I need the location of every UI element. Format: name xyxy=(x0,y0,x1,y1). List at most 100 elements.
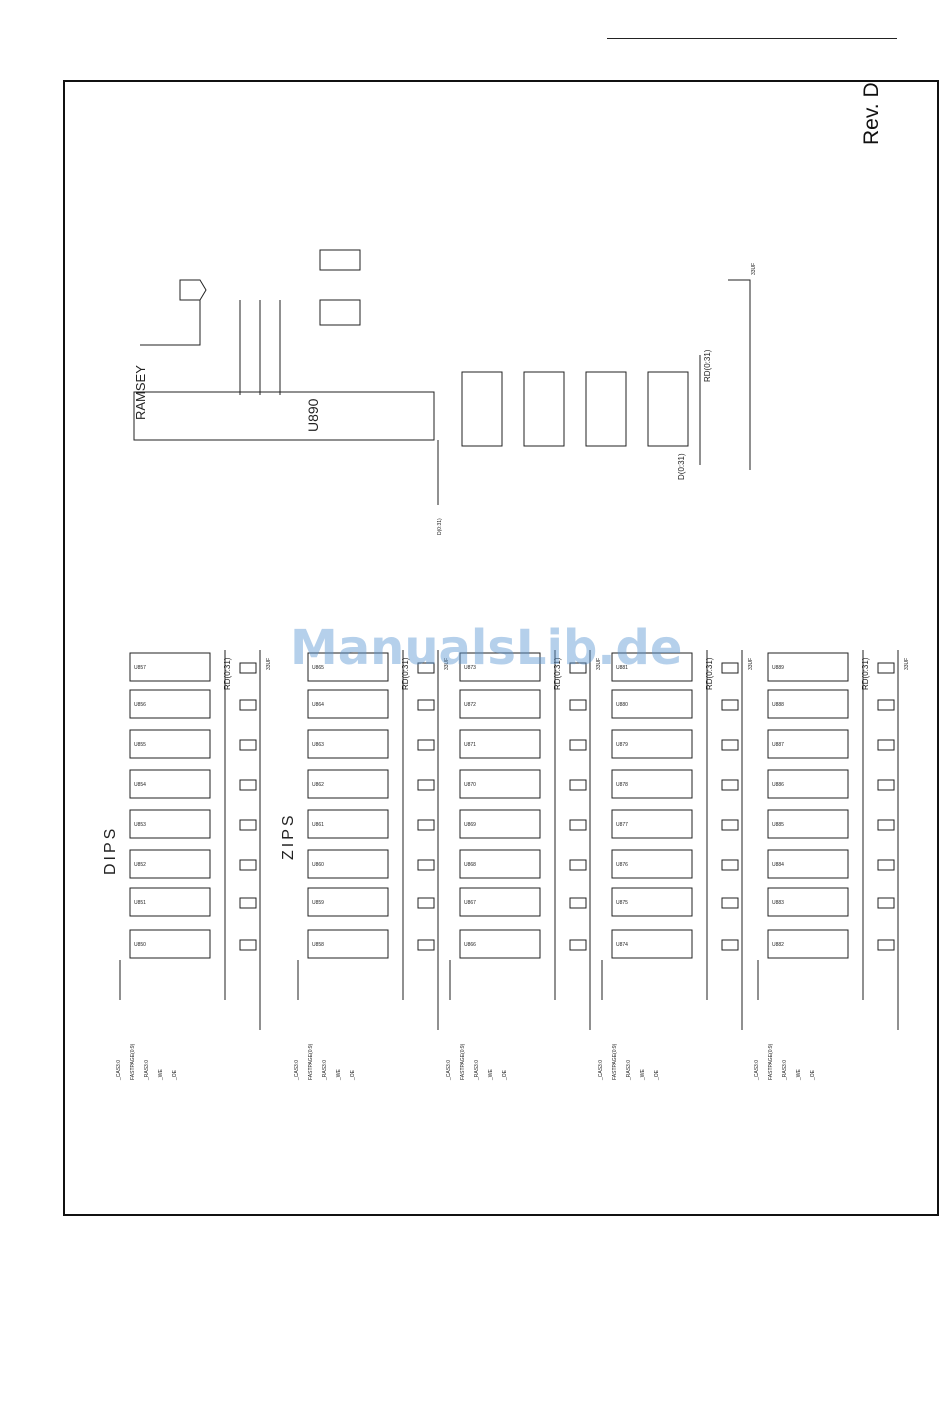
dram-chip xyxy=(129,849,211,879)
dram-chip xyxy=(307,689,389,719)
dram-chip-label: U874 xyxy=(616,942,628,948)
dram-chip xyxy=(459,769,541,799)
bank-signal-label: _RAS3:0 xyxy=(322,1060,328,1081)
decoupling-cap xyxy=(569,859,587,871)
decoupling-cap xyxy=(877,739,895,751)
bank-signal-label: _WE xyxy=(796,1069,802,1082)
dram-chip xyxy=(307,652,389,682)
dram-chip xyxy=(129,929,211,959)
bank-signal-label: _CAS3:0 xyxy=(116,1060,122,1081)
dram-chip-label: U850 xyxy=(134,942,146,948)
dram-chip-label: U889 xyxy=(772,665,784,671)
decoupling-cap xyxy=(569,699,587,711)
decoupling-cap xyxy=(239,662,257,674)
d-bus-label: D(0:31) xyxy=(677,453,686,480)
dram-chip xyxy=(459,929,541,959)
decoupling-cap xyxy=(417,859,435,871)
dram-chip xyxy=(307,887,389,917)
latch-chip xyxy=(523,371,565,447)
upper-wires xyxy=(239,300,281,395)
decoupling-cap xyxy=(877,662,895,674)
dram-chip xyxy=(767,729,849,759)
bank-cap-label: 33UF xyxy=(904,658,910,670)
logic-gate xyxy=(179,279,207,301)
decoupling-cap xyxy=(877,897,895,909)
bank-cap-label: 33UF xyxy=(748,658,754,670)
bank-signal-label: FASTPAGE(0:9) xyxy=(768,1043,774,1080)
bank-signal-label: _WE xyxy=(488,1069,494,1082)
revision-label: Rev. D xyxy=(860,82,883,145)
dram-chip xyxy=(459,849,541,879)
dram-chip-label: U873 xyxy=(464,665,476,671)
bank-signal-label: _CAS3:0 xyxy=(754,1060,760,1081)
bank-signal-label: FASTPAGE(0:9) xyxy=(308,1043,314,1080)
dram-chip xyxy=(307,729,389,759)
decoupling-cap xyxy=(721,739,739,751)
gate-wire xyxy=(140,300,201,346)
bank-cap-label: 33UF xyxy=(596,658,602,670)
zips-title: ZIPS xyxy=(280,812,297,860)
dram-chip-label: U851 xyxy=(134,900,146,906)
dram-chip-label: U856 xyxy=(134,702,146,708)
dram-chip xyxy=(767,652,849,682)
decoupling-cap xyxy=(569,819,587,831)
dram-chip-label: U885 xyxy=(772,822,784,828)
bank-signal-label: _RAS3:0 xyxy=(626,1060,632,1081)
dram-chip xyxy=(307,769,389,799)
dram-chip xyxy=(767,809,849,839)
decoupling-cap xyxy=(239,739,257,751)
decoupling-cap xyxy=(417,819,435,831)
decoupling-cap xyxy=(877,699,895,711)
dram-chip xyxy=(767,769,849,799)
decoupling-cap xyxy=(721,699,739,711)
dram-chip-label: U879 xyxy=(616,742,628,748)
dram-chip-label: U858 xyxy=(312,942,324,948)
dram-chip xyxy=(767,929,849,959)
dram-chip-label: U854 xyxy=(134,782,146,788)
decoupling-cap xyxy=(877,939,895,951)
decoupling-cap xyxy=(721,859,739,871)
dram-chip xyxy=(459,689,541,719)
bank-bus-label: RD(0:31) xyxy=(705,657,714,690)
dram-chip xyxy=(459,887,541,917)
dram-chip-label: U859 xyxy=(312,900,324,906)
decoupling-cap xyxy=(239,859,257,871)
dram-chip-label: U862 xyxy=(312,782,324,788)
bank-signal-label: _CAS3:0 xyxy=(294,1060,300,1081)
dram-chip xyxy=(129,689,211,719)
decoupling-cap xyxy=(569,939,587,951)
decoupling-cap xyxy=(569,779,587,791)
dram-chip-label: U878 xyxy=(616,782,628,788)
bank-signal-label: _OE xyxy=(350,1069,356,1081)
decoupling-cap xyxy=(417,699,435,711)
dram-chip xyxy=(611,887,693,917)
dram-chip xyxy=(459,652,541,682)
dram-chip-label: U886 xyxy=(772,782,784,788)
dram-chip xyxy=(611,929,693,959)
u890-label: U890 xyxy=(305,398,321,432)
decoupling-cap xyxy=(569,739,587,751)
dram-chip-label: U868 xyxy=(464,862,476,868)
decoupling-cap xyxy=(239,897,257,909)
dram-chip-label: U883 xyxy=(772,900,784,906)
ramsey-chip xyxy=(133,391,435,441)
dram-chip xyxy=(611,729,693,759)
dram-chip-label: U866 xyxy=(464,942,476,948)
cap-rail xyxy=(728,279,751,470)
decoupling-cap xyxy=(721,779,739,791)
dram-chip-label: U887 xyxy=(772,742,784,748)
dram-chip-label: U865 xyxy=(312,665,324,671)
decoupling-cap xyxy=(417,662,435,674)
decoupling-cap xyxy=(239,779,257,791)
latch-chip xyxy=(585,371,627,447)
dram-chip xyxy=(307,929,389,959)
dram-chip xyxy=(767,887,849,917)
bank-cap-label: 33UF xyxy=(266,658,272,670)
watermark: ManualsLib.de xyxy=(290,620,683,676)
decoupling-cap xyxy=(877,779,895,791)
dram-chip-label: U864 xyxy=(312,702,324,708)
dram-chip-label: U888 xyxy=(772,702,784,708)
dram-chip xyxy=(129,769,211,799)
dram-chip xyxy=(611,652,693,682)
